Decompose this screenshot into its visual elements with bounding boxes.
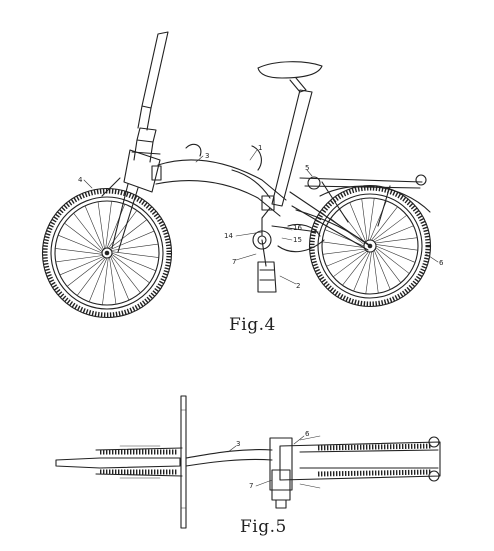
spoke: [73, 212, 103, 251]
handlebar-top-view: [180, 395, 187, 529]
frame-top-view: [185, 449, 273, 467]
ref-numeral: 2: [296, 282, 300, 290]
spoke: [368, 197, 375, 241]
rear-stays-and-rack: [289, 174, 431, 251]
spoke: [64, 222, 103, 253]
head-tube-and-fork: [101, 149, 162, 253]
front-wheel: [41, 187, 173, 319]
bottom-bracket-and-pedal: [252, 195, 325, 293]
spoke: [111, 253, 150, 284]
spoke: [107, 210, 138, 249]
spoke: [97, 201, 105, 249]
spoke: [102, 257, 109, 306]
ref-numeral: 3: [205, 152, 209, 160]
spoke: [372, 250, 379, 294]
spoke: [365, 251, 372, 295]
spoke: [374, 237, 418, 244]
spoke: [349, 202, 367, 243]
ref-numeral: 5: [305, 164, 309, 172]
spoke: [110, 256, 130, 301]
spoke: [322, 248, 366, 255]
ref-numeral: 7: [249, 482, 253, 490]
spoke: [375, 247, 410, 274]
seat-post-and-saddle: [257, 61, 323, 207]
spoke: [375, 244, 419, 251]
spoke: [66, 257, 105, 287]
ref-numeral: 16: [293, 224, 302, 232]
ref-numeral: 6: [439, 259, 444, 267]
spoke: [324, 229, 365, 247]
spoke: [111, 252, 157, 272]
ref-numeral: 4: [78, 176, 83, 184]
spoke: [110, 230, 155, 250]
spoke: [373, 249, 391, 290]
figure-5-leaders: [227, 435, 305, 487]
spoke: [373, 225, 414, 243]
rear-section-top-view: [269, 435, 441, 509]
spoke: [109, 219, 148, 249]
figure-4-caption: Fig.4: [229, 315, 276, 335]
spoke: [372, 214, 408, 242]
figure-5-caption: Fig.5: [240, 517, 287, 537]
handlebar-stem: [131, 31, 169, 163]
spoke: [57, 234, 103, 254]
spoke: [84, 205, 104, 250]
ref-numeral: 15: [293, 236, 302, 244]
spoke: [109, 257, 117, 305]
figure-5-top-view: 3 6 7 Fig.5: [55, 395, 441, 537]
ref-numeral: 14: [224, 232, 233, 240]
spoke: [111, 255, 141, 294]
ref-numeral: 1: [258, 144, 262, 152]
spoke: [111, 251, 160, 258]
ref-numeral: 6: [305, 430, 310, 438]
spoke: [76, 257, 107, 296]
rear-wheel: [308, 184, 432, 308]
figure-4-side-view: 4 3 1 5 14 15 16 7 2 6 Fig.4: [41, 31, 444, 335]
spoke: [105, 200, 112, 249]
spoke: [54, 248, 103, 255]
ref-numeral: 7: [232, 258, 236, 266]
front-wheel-top-view: [55, 445, 183, 479]
spoke: [332, 250, 368, 278]
spoke: [321, 241, 365, 248]
spoke: [326, 249, 367, 267]
spoke: [342, 251, 369, 286]
spoke: [371, 206, 398, 241]
main-frame-tube: [155, 143, 287, 217]
spoke: [374, 248, 402, 284]
figure-4-leaders: [83, 149, 439, 285]
ref-numeral: 3: [236, 440, 240, 448]
spoke: [55, 255, 103, 263]
spoke: [106, 203, 126, 249]
spoke: [361, 198, 368, 242]
spoke: [88, 257, 108, 303]
spoke: [353, 251, 371, 292]
spoke: [59, 256, 104, 276]
spoke: [375, 245, 416, 263]
